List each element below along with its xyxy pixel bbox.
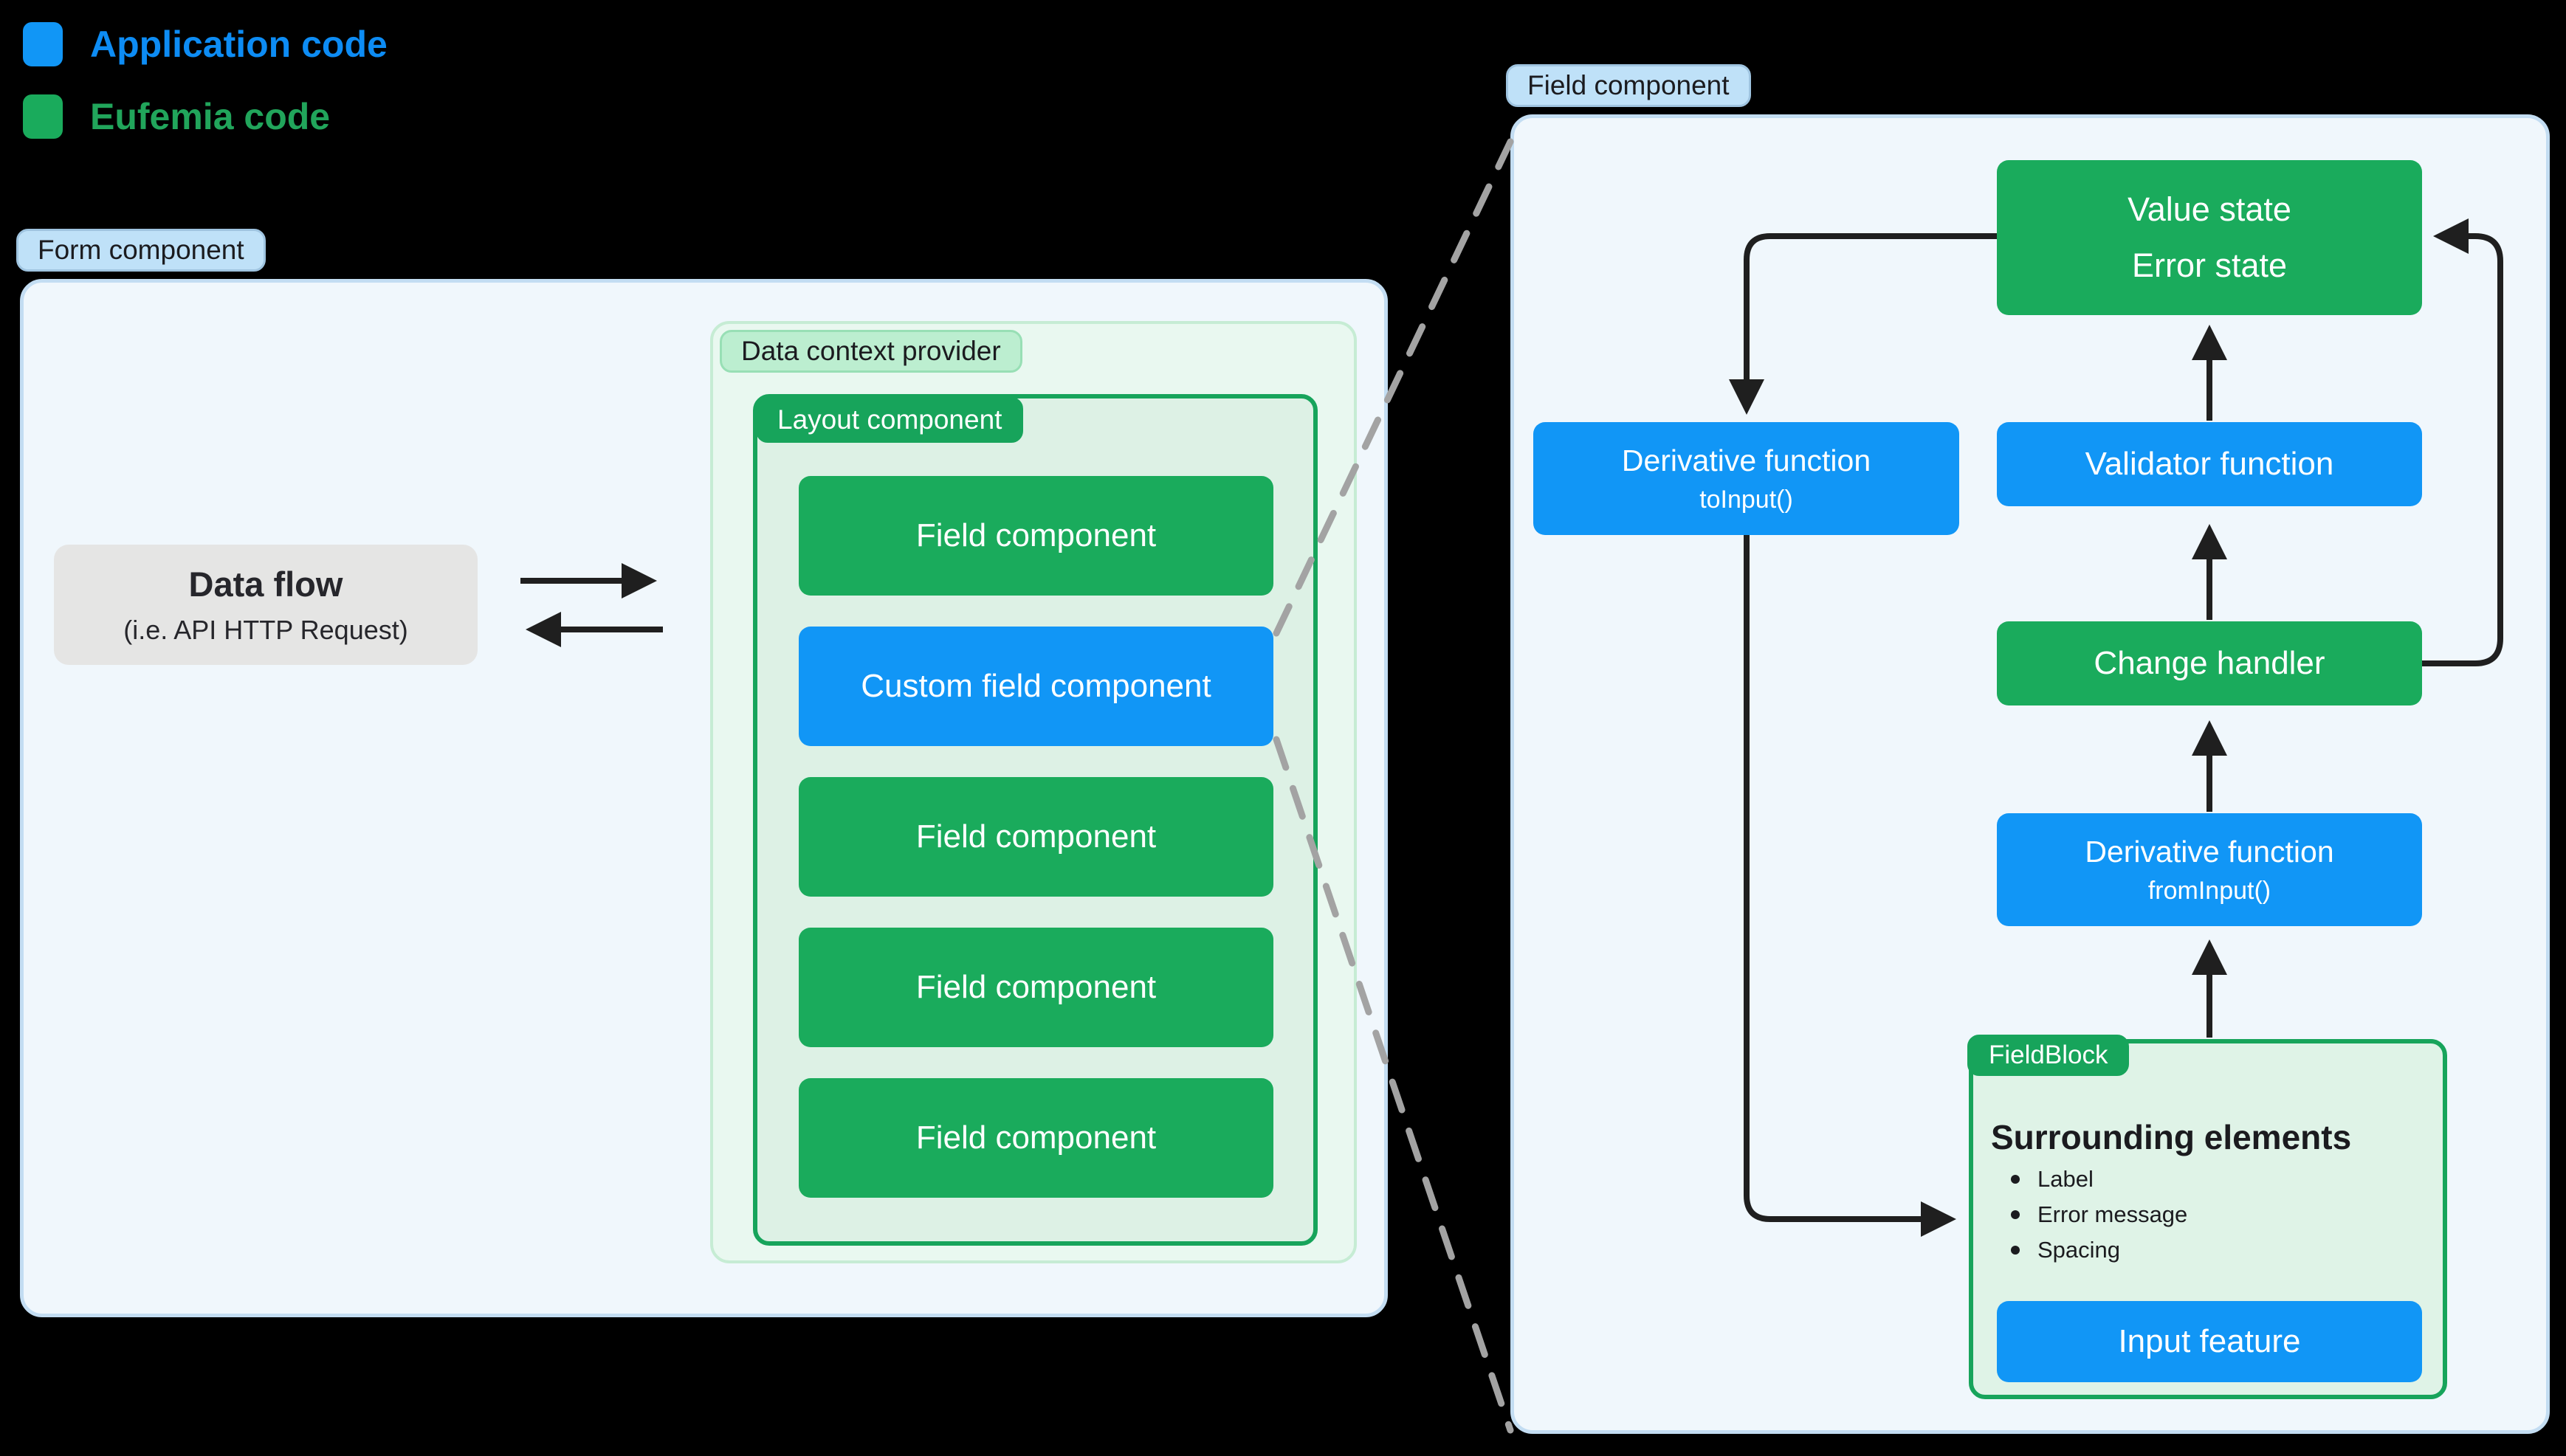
validator-function-box: Validator function xyxy=(1997,422,2422,506)
derivative-function-toinput-box: Derivative function toInput() xyxy=(1533,422,1959,535)
change-handler-label: Change handler xyxy=(2094,645,2325,681)
field-component-box-2: Field component xyxy=(799,777,1273,897)
custom-field-component-box-label: Custom field component xyxy=(861,668,1211,704)
derivative-frominput-subtitle: fromInput() xyxy=(2147,876,2271,905)
list-item-label: Label xyxy=(2002,1162,2415,1197)
derivative-frominput-title: Derivative function xyxy=(2085,834,2334,869)
value-state-line: Value state xyxy=(2128,190,2291,228)
derivative-toinput-subtitle: toInput() xyxy=(1699,485,1793,514)
field-component-box-3: Field component xyxy=(799,928,1273,1047)
layout-component-badge: Layout component xyxy=(756,397,1024,443)
data-flow-title: Data flow xyxy=(188,565,343,604)
list-item-error-message: Error message xyxy=(2002,1197,2415,1232)
list-item-spacing: Spacing xyxy=(2002,1232,2415,1268)
field-component-box-1-label: Field component xyxy=(915,517,1157,553)
field-component-box-4-label: Field component xyxy=(915,1119,1157,1156)
eufemia-code-swatch xyxy=(23,94,63,139)
custom-field-component-box: Custom field component xyxy=(799,627,1273,746)
derivative-function-frominput-box: Derivative function fromInput() xyxy=(1997,813,2422,926)
input-feature-label: Input feature xyxy=(2118,1323,2301,1359)
data-flow-subtitle: (i.e. API HTTP Request) xyxy=(123,615,408,645)
error-state-line: Error state xyxy=(2131,246,2288,284)
field-component-box-4: Field component xyxy=(799,1078,1273,1198)
data-flow-box: Data flow (i.e. API HTTP Request) xyxy=(54,545,478,665)
form-component-badge: Form component xyxy=(16,229,266,272)
change-handler-box: Change handler xyxy=(1997,621,2422,705)
application-code-swatch xyxy=(23,22,63,66)
legend-label-application-code: Application code xyxy=(90,24,388,65)
field-component-box-3-label: Field component xyxy=(915,969,1157,1005)
legend-label-eufemia-code: Eufemia code xyxy=(90,96,331,137)
derivative-toinput-title: Derivative function xyxy=(1621,443,1871,477)
field-component-box-1: Field component xyxy=(799,476,1273,596)
validator-function-label: Validator function xyxy=(2085,446,2334,482)
field-component-box-2-label: Field component xyxy=(915,818,1157,855)
legend: Application code Eufemia code xyxy=(0,0,517,162)
value-state-box: Value state Error state xyxy=(1997,160,2422,315)
data-context-provider-badge: Data context provider xyxy=(720,330,1022,373)
fieldblock-badge: FieldBlock xyxy=(1967,1035,2130,1076)
surrounding-elements-list: Label Error message Spacing xyxy=(2002,1162,2415,1268)
surrounding-elements-heading: Surrounding elements xyxy=(1991,1118,2352,1156)
input-feature-box: Input feature xyxy=(1997,1301,2422,1382)
field-component-detail-badge: Field component xyxy=(1506,64,1751,107)
